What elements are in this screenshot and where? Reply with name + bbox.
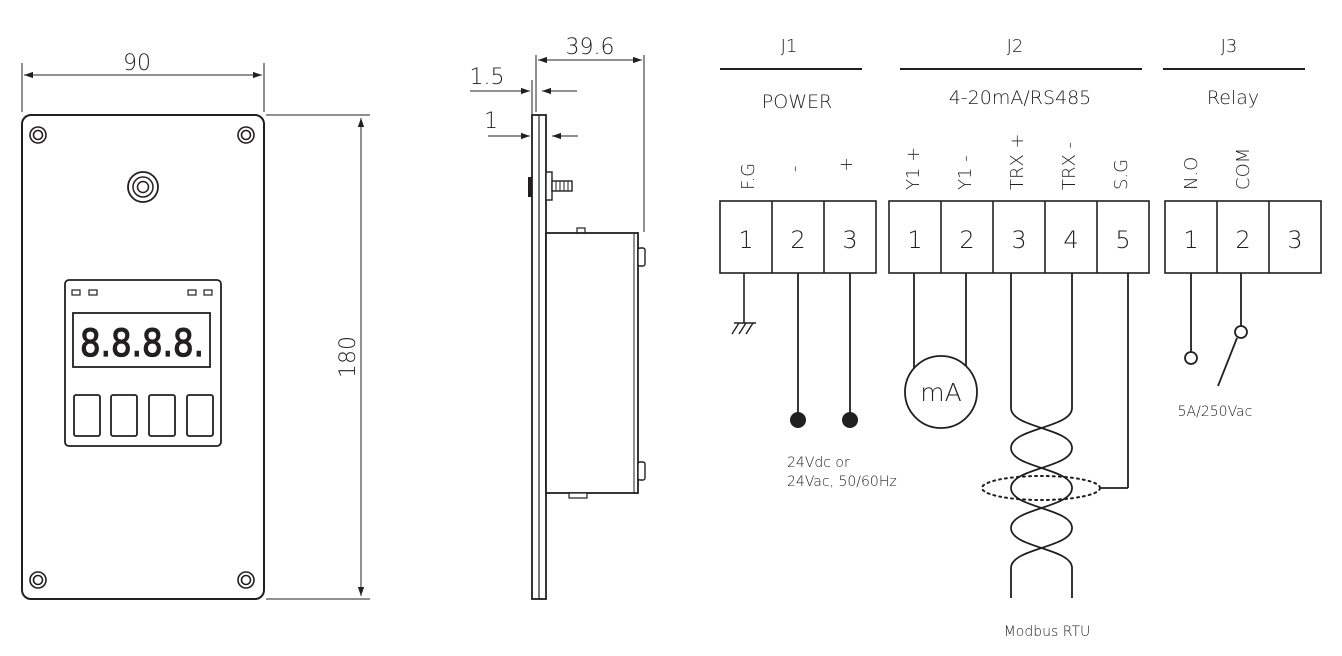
width-dimension-label: 90	[123, 51, 151, 76]
panel-dimension-label: 1	[484, 109, 498, 134]
terminal-number: 2	[790, 226, 805, 254]
terminal-label: COM	[1233, 148, 1254, 190]
screw-icon	[29, 126, 47, 144]
key-button	[148, 394, 176, 437]
terminal-block-j3	[1164, 200, 1322, 274]
connector-knob-icon	[127, 171, 159, 203]
indicator-led-icon	[187, 289, 197, 296]
terminal-number: 2	[1235, 226, 1250, 254]
power-terminal-dot	[842, 412, 858, 428]
seven-segment-display	[72, 312, 211, 368]
housing	[545, 232, 639, 494]
terminal-label: TRX -	[1059, 142, 1080, 190]
knob-profile	[528, 177, 532, 197]
terminal-number: 3	[842, 226, 857, 254]
terminal-label: F.G	[738, 163, 759, 190]
modbus-note: Modbus RTU	[1004, 624, 1091, 640]
relay-contact-no-icon	[1184, 351, 1198, 365]
terminal-number: 4	[1063, 226, 1078, 254]
connector-function: POWER	[762, 91, 832, 113]
twisted-pair-cable	[981, 273, 1129, 598]
key-button	[110, 394, 138, 437]
terminal-label: -	[784, 166, 805, 173]
terminal-block-j2	[888, 200, 1150, 274]
depth-dimension-label: 39.6	[566, 35, 615, 60]
relay-contact-com-icon	[1234, 325, 1248, 339]
power-note-line-2: 24Vac, 50/60Hz	[787, 474, 897, 490]
wiring-section: J1 POWER J2 4-20mA/RS485 J3 Relay F.G - …	[719, 36, 1322, 640]
power-terminal-dot	[790, 412, 806, 428]
screw-icon	[29, 571, 47, 589]
screw-icon	[237, 126, 255, 144]
terminal-label: S.G	[1111, 159, 1132, 190]
relay-note: 5A/250Vac	[1178, 404, 1253, 420]
key-button	[73, 394, 101, 437]
terminal-number: 5	[1115, 226, 1130, 254]
terminal-label: N.O	[1181, 157, 1202, 190]
cable-shield	[981, 475, 1101, 501]
flange-dimension-label: 1.5	[470, 65, 505, 90]
power-note-line-1: 24Vdc or	[787, 455, 850, 471]
connector-id: J1	[781, 36, 798, 57]
terminal-number: 1	[907, 226, 922, 254]
terminal-number: 1	[1183, 226, 1198, 254]
connector-function: Relay	[1207, 87, 1259, 109]
front-view: 90 180 8.8.8.	[21, 51, 370, 600]
indicator-led-icon	[71, 289, 81, 296]
side-view: 39.6 1.5 1	[470, 35, 646, 600]
indicator-led-icon	[203, 289, 213, 296]
terminal-number: 1	[738, 226, 753, 254]
relay-switch-arm	[1217, 337, 1238, 387]
ground-icon	[731, 322, 756, 335]
ammeter-label: mA	[920, 378, 961, 407]
terminal-number: 3	[1287, 226, 1302, 254]
connector-function: 4-20mA/RS485	[949, 87, 1092, 109]
terminal-label: Y1 -	[955, 155, 976, 190]
indicator-led-icon	[88, 289, 98, 296]
connector-id: J2	[1007, 36, 1024, 57]
screw-icon	[237, 571, 255, 589]
terminal-label: +	[836, 157, 857, 172]
terminal-label: TRX +	[1007, 133, 1028, 190]
terminal-label: Y1 +	[903, 147, 924, 190]
ammeter-icon	[904, 355, 978, 429]
display-digits: 8.8.8.8.	[80, 322, 204, 365]
terminal-number: 2	[959, 226, 974, 254]
terminal-number: 3	[1011, 226, 1026, 254]
key-button	[186, 394, 214, 437]
connector-id: J3	[1221, 36, 1238, 57]
terminal-block-j1	[719, 200, 877, 274]
height-dimension-label: 180	[336, 336, 361, 378]
